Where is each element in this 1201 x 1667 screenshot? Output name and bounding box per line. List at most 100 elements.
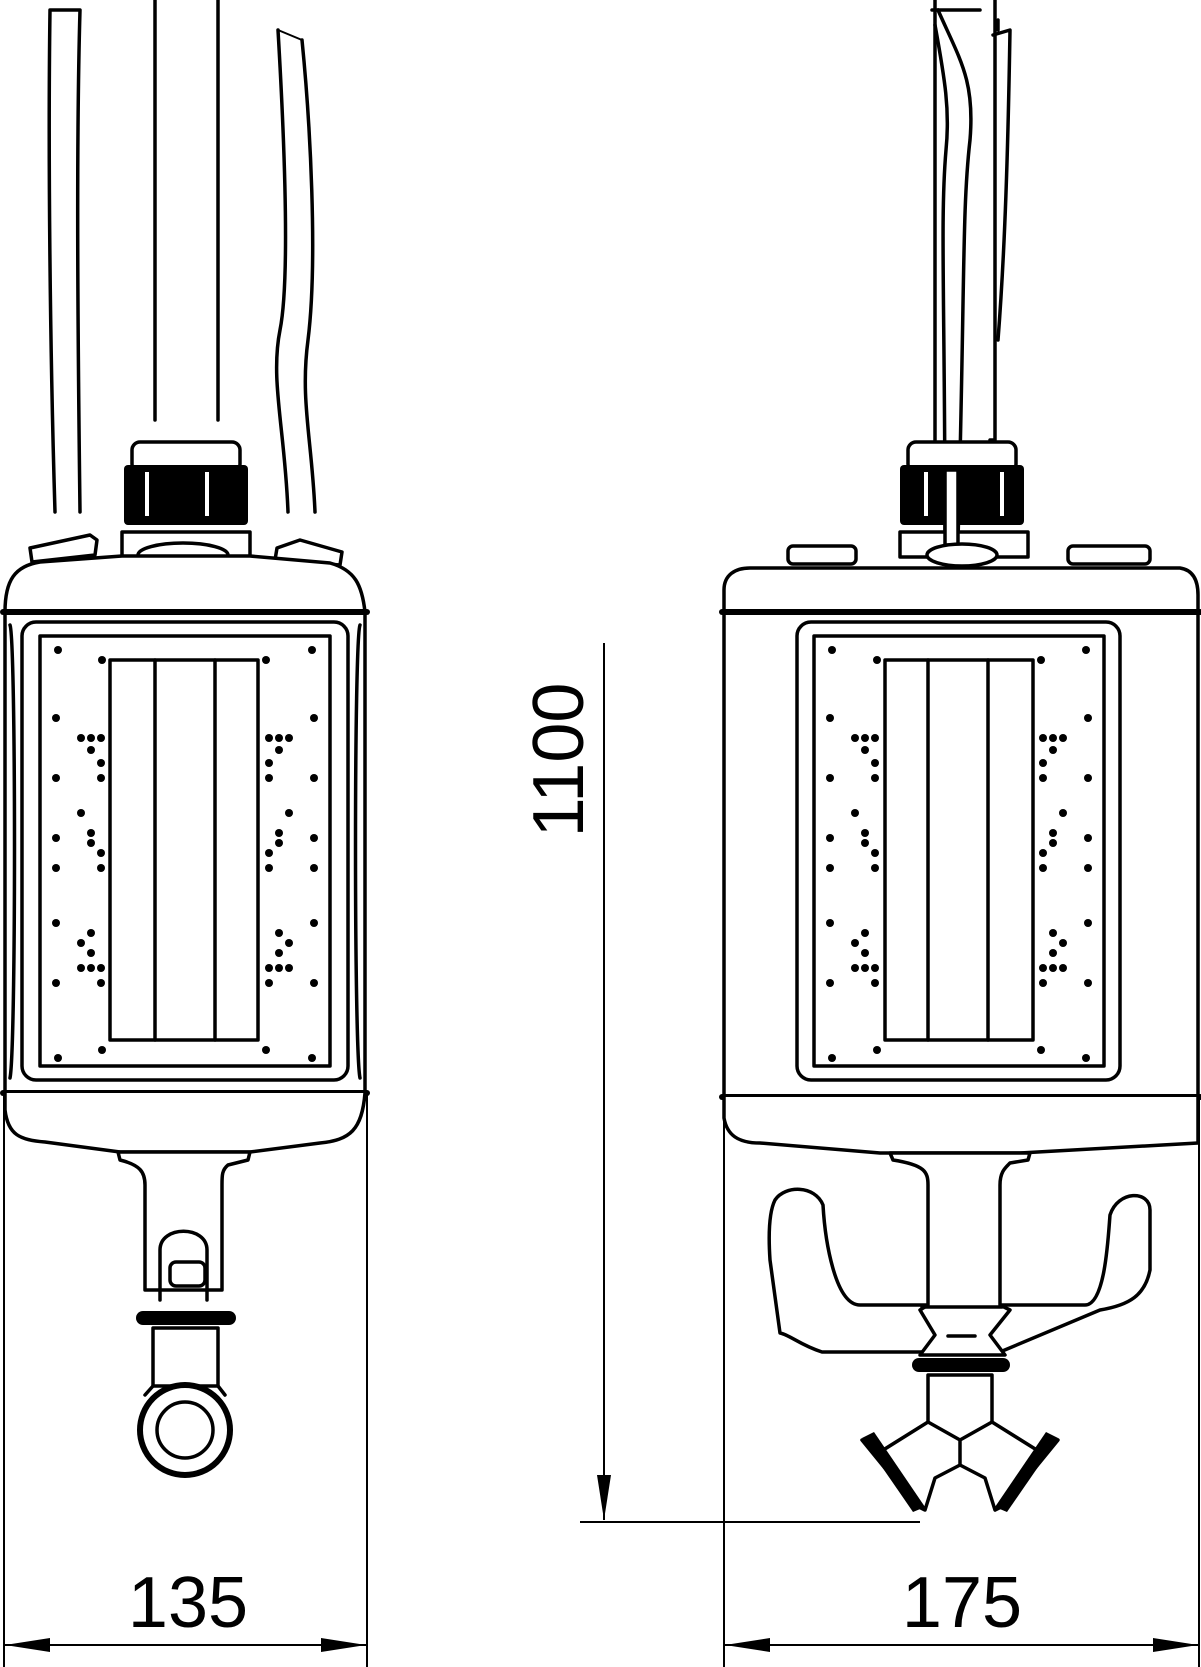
screw-dot (1082, 1054, 1090, 1062)
front-view (0, 0, 370, 1478)
screw-dot (310, 834, 318, 842)
screw-dot (851, 734, 859, 742)
screw-dot (1039, 849, 1047, 857)
screw-dot (275, 746, 283, 754)
side-cable-through-gland (943, 468, 960, 547)
gland-highlight (205, 472, 209, 516)
side-conduit-tube (933, 0, 997, 442)
screw-dot (285, 964, 293, 972)
screw-dot (262, 656, 270, 664)
screw-dot (871, 774, 879, 782)
side-view (719, 0, 1201, 1512)
side-top-cap (722, 566, 1200, 614)
screw-dot (1049, 829, 1057, 837)
screw-dot (52, 864, 60, 872)
front-ring (136, 1311, 236, 1325)
screw-dot (861, 964, 869, 972)
screw-dot (826, 834, 834, 842)
screw-dot (97, 979, 105, 987)
screw-dot (826, 919, 834, 927)
screw-dot (1059, 964, 1067, 972)
screw-dot (52, 714, 60, 722)
screw-dot (826, 864, 834, 872)
front-body (3, 610, 367, 1097)
screw-dot (265, 734, 273, 742)
screw-dot (285, 809, 293, 817)
screw-dot (310, 864, 318, 872)
screw-dot (871, 849, 879, 857)
side-y-right-cup (995, 1432, 1058, 1512)
front-width-label: 135 (128, 1563, 248, 1643)
screw-dot (52, 834, 60, 842)
screw-dot (97, 734, 105, 742)
screw-dot (77, 964, 85, 972)
screw-dot (851, 964, 859, 972)
screw-dot (873, 656, 881, 664)
screw-dot (54, 646, 62, 654)
screw-dot (77, 809, 85, 817)
screw-dot (87, 949, 95, 957)
side-stem (888, 1151, 1032, 1357)
screw-dot (265, 774, 273, 782)
screw-dot (861, 746, 869, 754)
side-panel-inner (812, 634, 1106, 1068)
front-bottom-cap (3, 1092, 367, 1154)
screw-dot (265, 979, 273, 987)
screw-dot (1084, 714, 1092, 722)
screw-dot (871, 964, 879, 972)
screw-dot (851, 809, 859, 817)
screw-dot (861, 949, 869, 957)
screw-dot (308, 646, 316, 654)
screw-dot (1049, 964, 1057, 972)
screw-dot (52, 979, 60, 987)
screw-dot (285, 939, 293, 947)
front-right-cable-end (277, 29, 303, 41)
screw-dot (275, 964, 283, 972)
screw-dot (262, 1046, 270, 1054)
front-hook-knob (168, 1260, 207, 1288)
screw-dot (1084, 864, 1092, 872)
screw-dot (54, 1054, 62, 1062)
side-right-cable (991, 18, 1012, 342)
screw-dot (275, 949, 283, 957)
screw-dot (275, 829, 283, 837)
screw-dot (1039, 734, 1047, 742)
side-gland-washer (925, 542, 999, 568)
screw-dot (1039, 964, 1047, 972)
front-left-lug (28, 533, 99, 564)
side-gland-nut (900, 465, 1024, 525)
screw-dot (1037, 656, 1045, 664)
screw-dot (1082, 646, 1090, 654)
screw-dot (1039, 774, 1047, 782)
front-hook-loop (158, 1229, 209, 1302)
screw-dot (310, 714, 318, 722)
front-eyelet-inner (155, 1400, 215, 1460)
screw-dot (871, 734, 879, 742)
front-side-grips (8, 623, 362, 1080)
side-left-lug (786, 544, 858, 566)
front-panel-frame (20, 620, 350, 1082)
screw-dot (1049, 949, 1057, 957)
screw-dot (1049, 734, 1057, 742)
screw-dot (1084, 774, 1092, 782)
screw-dot (826, 774, 834, 782)
screw-dot (1039, 759, 1047, 767)
screw-dot (1039, 864, 1047, 872)
screw-dot (265, 864, 273, 872)
screw-dot (310, 979, 318, 987)
screw-dot (275, 734, 283, 742)
screw-dot (265, 964, 273, 972)
screw-dot (828, 1054, 836, 1062)
side-y-junction (926, 1420, 994, 1467)
screw-dot (98, 1046, 106, 1054)
front-right-cable (274, 28, 317, 514)
screw-dot (52, 919, 60, 927)
screw-dot (97, 864, 105, 872)
front-eyelet-outer (137, 1382, 233, 1478)
side-right-lug (1066, 544, 1152, 566)
side-front-cable (933, 8, 973, 542)
gland-highlight (1000, 472, 1004, 516)
side-panel-frame (795, 620, 1122, 1082)
